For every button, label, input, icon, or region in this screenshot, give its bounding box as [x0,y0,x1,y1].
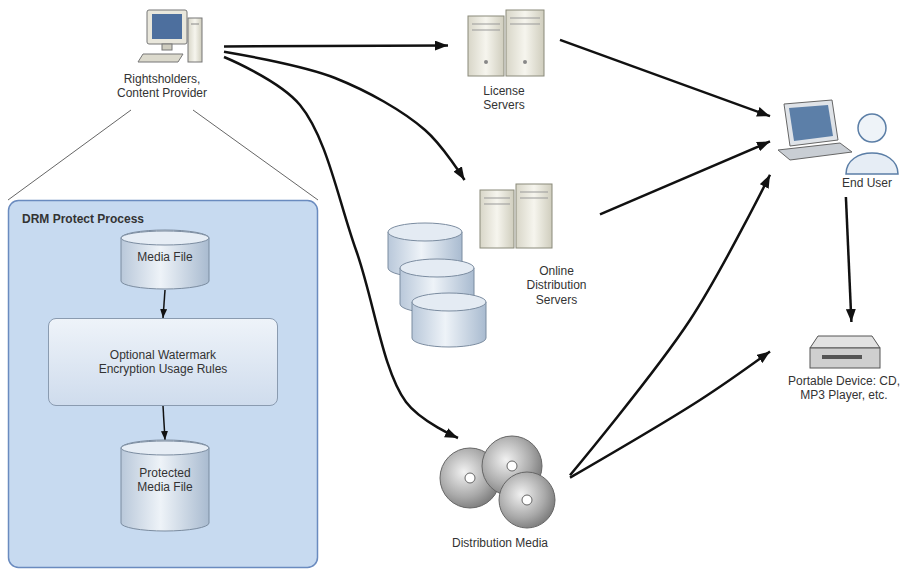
flow-arrow [570,351,770,477]
device-icon [810,348,880,368]
media-label: Distribution Media [430,438,570,562]
device-label: Portable Device: CD, MP3 Player, etc. [770,322,918,420]
process-box: Optional Watermark Encryption Usage Rule… [48,318,278,406]
cylinder-shape [121,230,209,289]
server-icon [510,24,540,25]
cylinder-shape [121,441,209,455]
database-icon [388,223,462,241]
computer-icon [147,10,187,44]
flow-arrow [163,406,165,440]
server-icon [468,16,504,76]
provider-label: Rightsholders, Content Provider [100,4,224,110]
laptop-icon [778,143,852,160]
panel-heading: DRM Protect Process [22,212,144,226]
server-icon [516,184,552,248]
person-icon [846,114,898,174]
server-icon [510,18,540,19]
server-icon [484,60,488,64]
server-icon [484,204,510,205]
device-icon [810,336,880,348]
flow-arrow [600,141,770,214]
node-text: Protected Media File [125,466,205,495]
database-icon [400,259,474,277]
zoom-line [8,110,131,200]
disc-icon [499,472,555,528]
panel-shape [9,201,318,568]
flow-arrow [163,290,165,318]
flow-arrow [846,197,852,322]
flow-arrow [224,44,448,47]
process-panel: DRM Protect ProcessMedia FileOptional Wa… [8,200,318,568]
database-icon [388,223,486,347]
server-icon [472,30,500,31]
media-cylinder: Media File [120,230,210,290]
laptop-icon [784,100,838,146]
server-icon [480,184,552,248]
flow-arrow [224,52,465,180]
node-text: Optional Watermark Encryption Usage Rule… [83,348,243,377]
node-text: License Servers [474,84,534,113]
node-text: Media File [137,250,192,264]
node-text: Online Distribution Servers [515,264,599,307]
server-icon [520,192,548,193]
flow-arrow [560,40,770,116]
laptop-icon [778,100,852,160]
server-icon [468,10,544,76]
device-icon [810,336,880,368]
server-icon [484,198,510,199]
computer-icon [162,44,172,50]
server-label: License Servers [448,6,560,119]
computer-icon [188,18,202,62]
cylinder-shape [121,231,209,245]
disc-icon [465,473,475,483]
computer-icon [138,54,183,62]
server-icon [520,198,548,199]
person-icon [858,114,886,142]
node-text: Portable Device: CD, MP3 Player, etc. [774,374,914,403]
server-icon [472,24,500,25]
device-icon [822,355,862,359]
flow-arrow [570,175,770,475]
node-text: Distribution Media [452,536,548,550]
server-icon [480,190,514,248]
media-cylinder: Protected Media File [120,440,210,532]
database-icon [412,293,486,311]
node-text: Rightsholders, Content Provider [106,72,218,101]
server-icon [506,10,544,76]
node-text: End User [842,176,892,190]
person-icon [846,153,898,174]
computer-icon [152,14,182,39]
cylinder-shape [121,440,209,531]
disc-icon [440,436,555,528]
computer-icon [138,10,202,62]
laptop-icon [789,105,833,141]
user-label: End User [770,96,908,197]
disc-icon [522,495,532,505]
server-icon [523,60,527,64]
server-label: Online Distribution Servers [385,180,600,352]
zoom-line [193,110,318,200]
computer-icon [191,24,199,25]
disc-icon [507,461,517,471]
